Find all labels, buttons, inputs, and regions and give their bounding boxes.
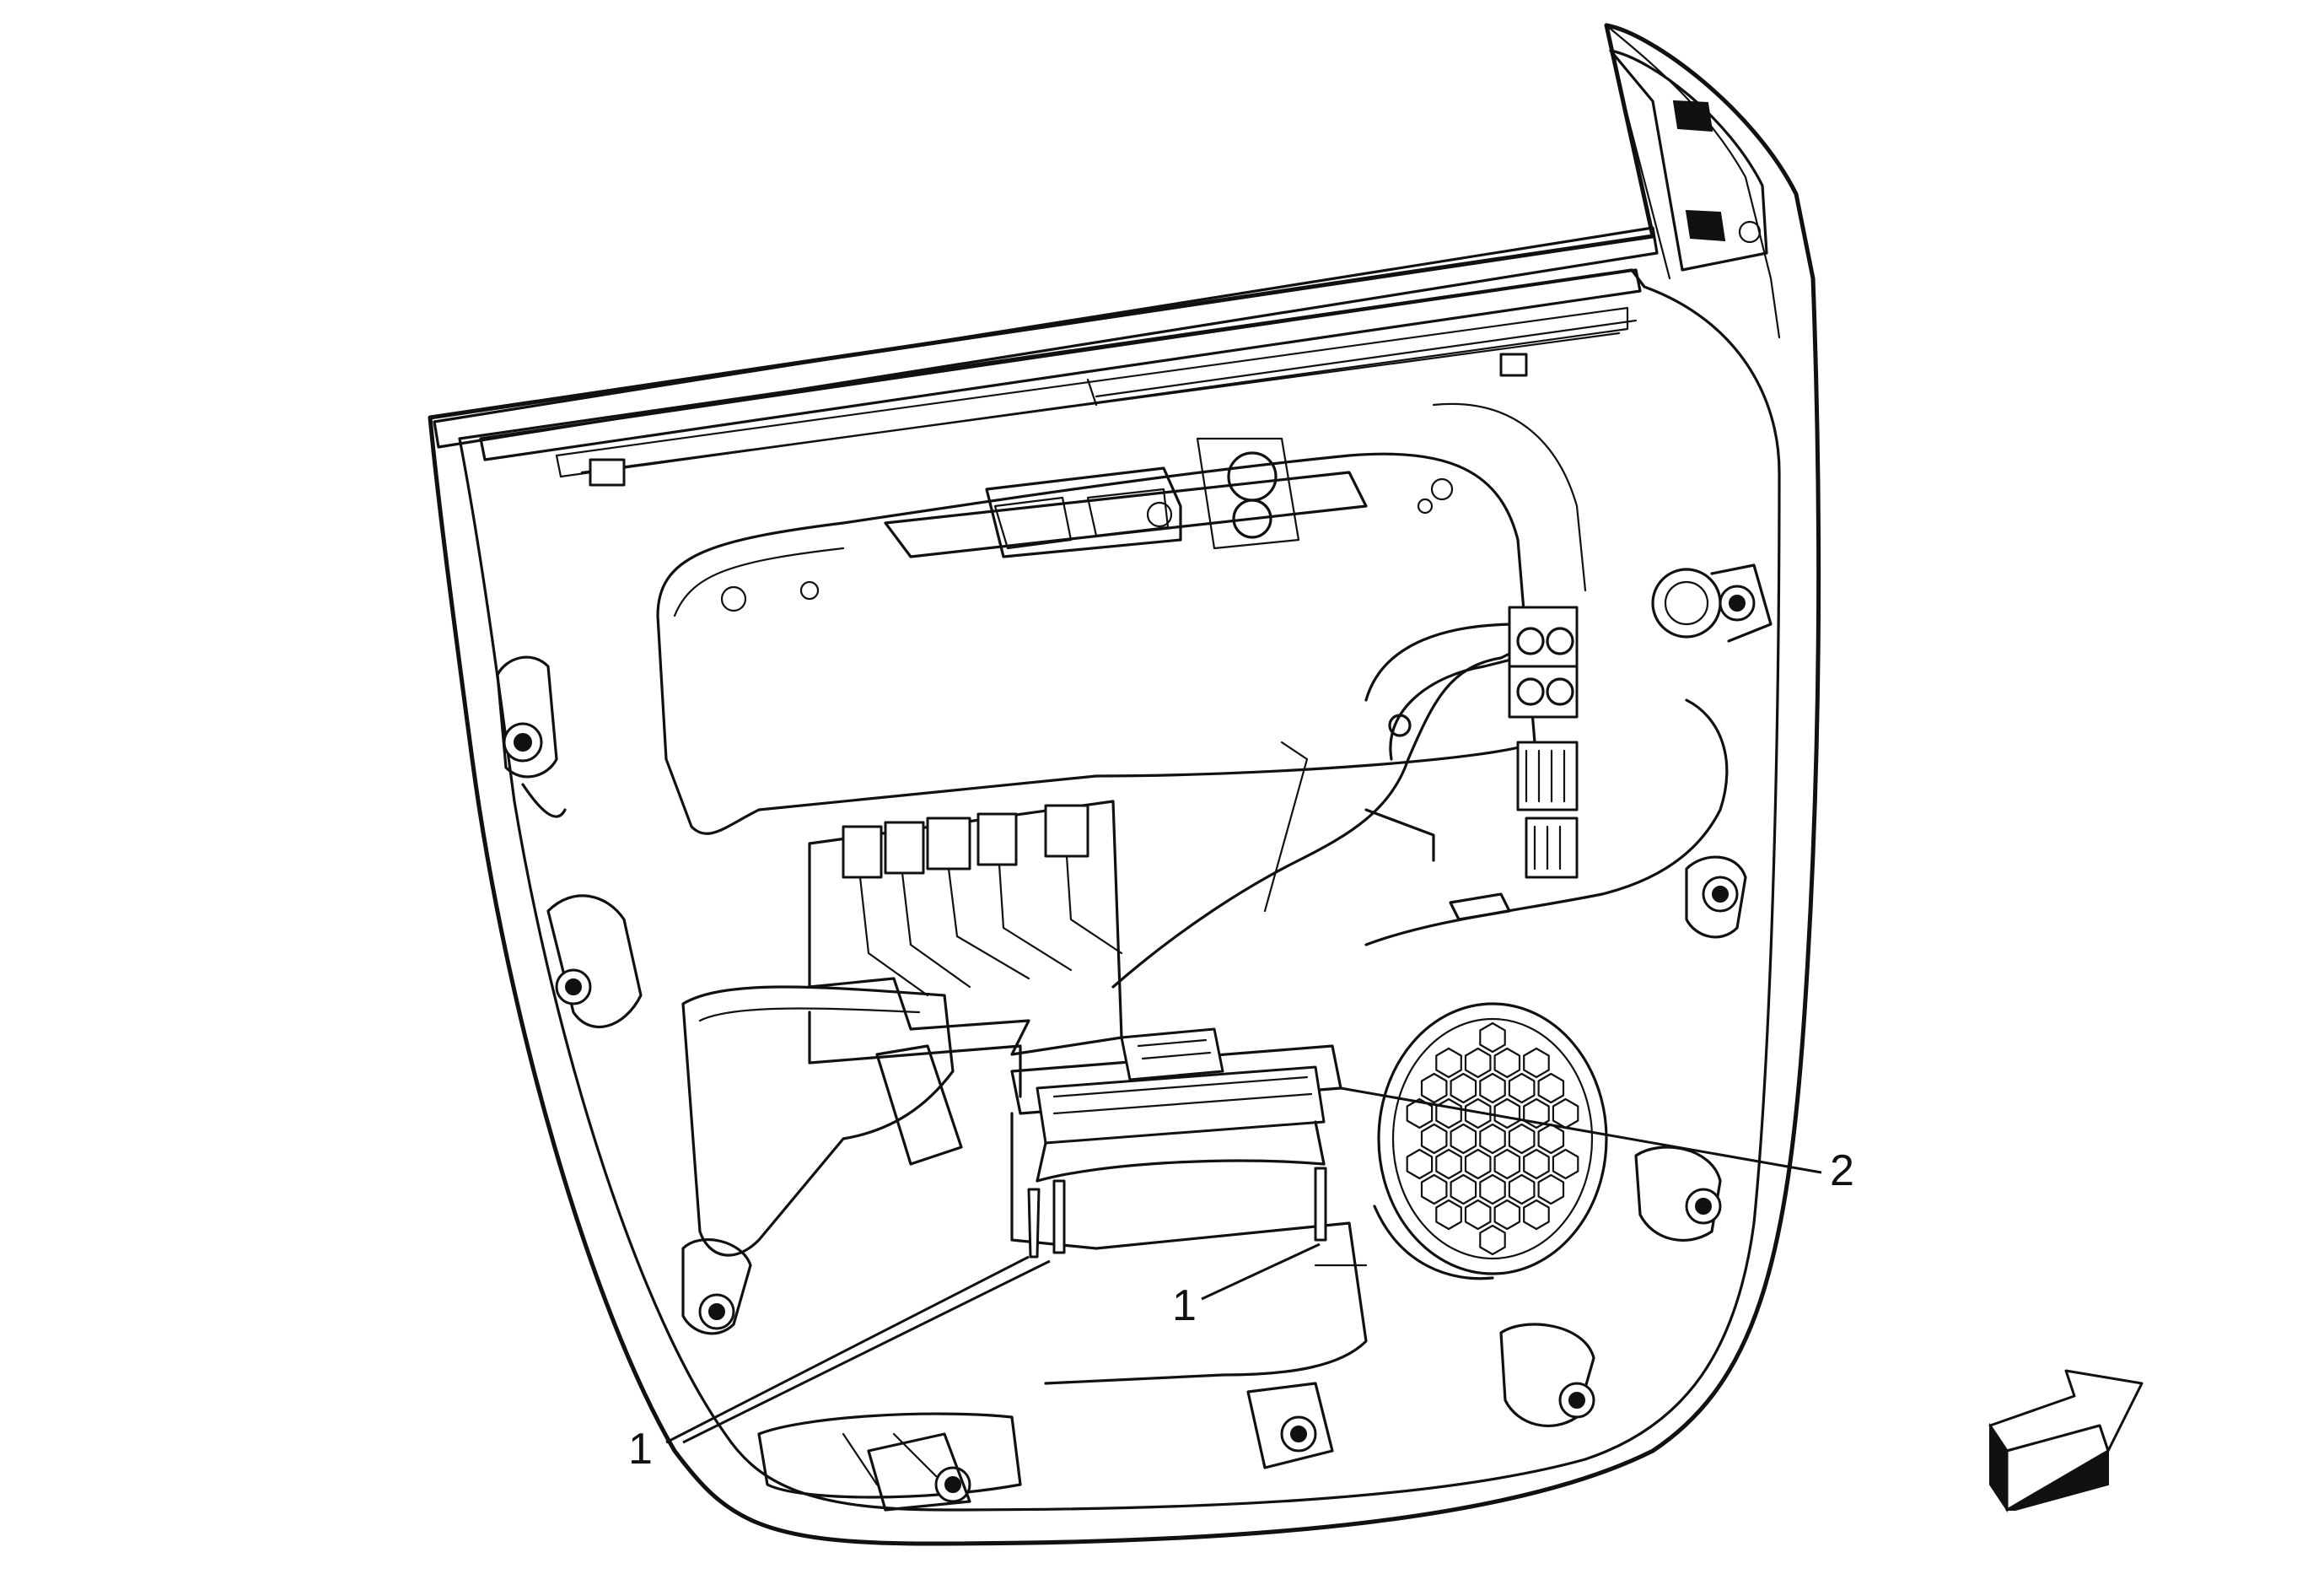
honeycomb-cell [1435,1047,1462,1079]
honeycomb-cell [1479,1224,1506,1256]
honeycomb-cell [1493,1148,1521,1180]
honeycomb-cell [1508,1123,1536,1155]
lower-panel-cavity [681,985,1022,1499]
left-edge-features [496,655,752,1335]
honeycomb-cell [1479,1173,1506,1205]
honeycomb-cell [1450,1072,1477,1104]
wiring-harness [808,606,1729,1056]
honeycomb-cell [1450,1173,1477,1205]
honeycomb-cell [1523,1199,1550,1231]
honeycomb-cell [1537,1072,1565,1104]
honeycomb-cell [1508,1173,1536,1205]
honeycomb-cell [1464,1097,1492,1129]
honeycomb-cell [1464,1199,1492,1231]
speaker-grille [1373,1002,1608,1280]
window-belt-channel [433,226,1659,487]
honeycomb-cell [1479,1072,1506,1104]
leader-lines [665,1086,1822,1444]
honeycomb-cell [1406,1097,1434,1129]
callout-label-1-right: 1 [1172,1281,1197,1330]
honeycomb-cell [1493,1047,1521,1079]
honeycomb-cell [1435,1148,1462,1180]
honeycomb-cell [1420,1173,1448,1205]
honeycomb-cell [1537,1123,1565,1155]
door-outer-frame [428,23,1821,1546]
honeycomb-cell [1552,1097,1579,1129]
inner-panel-upper [656,402,1587,835]
honeycomb-cell [1420,1072,1448,1104]
honeycomb-cell [1435,1097,1462,1129]
honeycomb-cell [1508,1072,1536,1104]
honeycomb-cell [1493,1199,1521,1231]
callout-label-1-left: 1 [628,1425,653,1474]
door-lock-mechanism [985,437,1300,558]
honeycomb-cell [1406,1148,1434,1180]
door-module-bracket [808,1011,1368,1385]
honeycomb-cell [1493,1097,1521,1129]
honeycomb-cell [1479,1021,1506,1054]
honeycomb-cell [1464,1047,1492,1079]
callout-label-2: 2 [1830,1146,1854,1195]
mirror-sail-area [1609,49,1768,272]
speaker-honeycomb-pattern [1406,1021,1579,1256]
fastener-screws [1027,1167,1327,1259]
honeycomb-cell [1464,1148,1492,1180]
honeycomb-cell [1479,1123,1506,1155]
right-edge-features [867,563,1773,1512]
honeycomb-cell [1552,1148,1579,1180]
honeycomb-cell [1420,1123,1448,1155]
forward-direction-arrow-icon [1988,1369,2144,1513]
honeycomb-cell [1523,1047,1550,1079]
honeycomb-cell [1523,1097,1550,1129]
honeycomb-cell [1523,1148,1550,1180]
honeycomb-cell [1537,1173,1565,1205]
honeycomb-cell [1450,1123,1477,1155]
honeycomb-cell [1435,1199,1462,1231]
